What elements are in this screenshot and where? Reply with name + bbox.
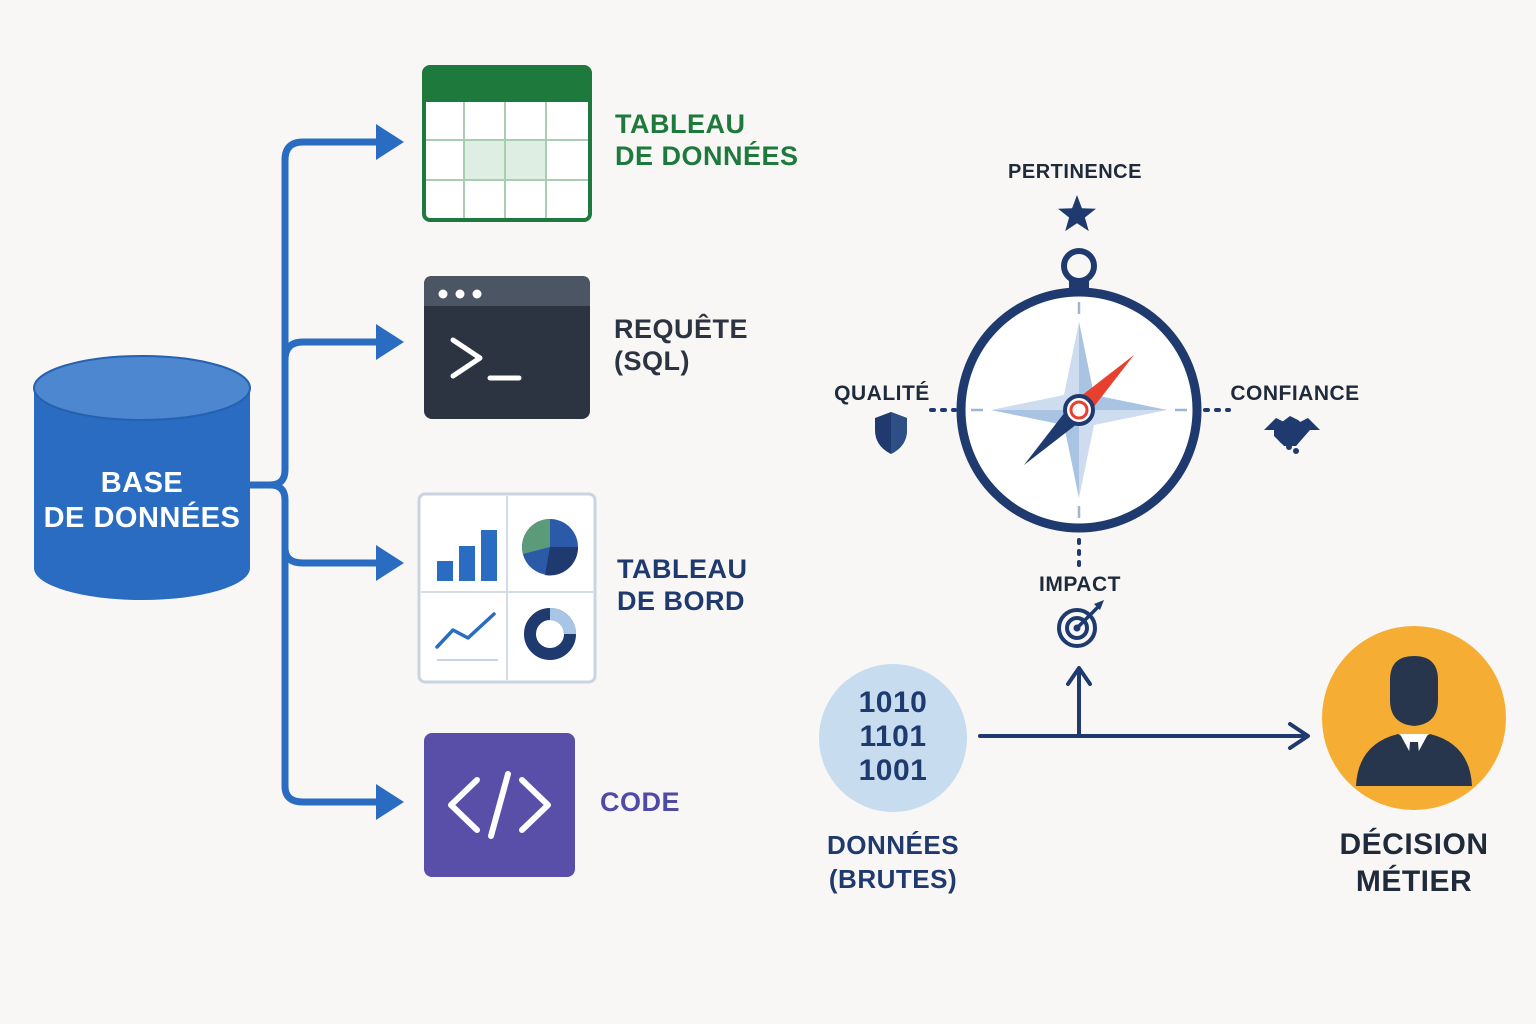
spreadsheet-label: TABLEAU DE DONNÉES xyxy=(615,108,799,173)
compass-rose xyxy=(991,322,1167,498)
code-label-line1: CODE xyxy=(600,787,681,817)
database-label: BASE DE DONNÉES xyxy=(34,466,250,536)
flow-arrows xyxy=(978,666,1310,750)
decision-person-icon xyxy=(1322,626,1506,810)
arrow-to-sql xyxy=(376,324,404,360)
compass-dotted-connectors xyxy=(929,408,1231,568)
database-label-line2: DE DONNÉES xyxy=(43,501,241,534)
raw-data-label-line1: DONNÉES xyxy=(826,830,960,860)
binary-digits: 1010 1101 1001 xyxy=(819,686,967,788)
arrow-to-dashboard xyxy=(376,545,404,581)
line-chart-icon xyxy=(435,612,498,661)
code-label: CODE xyxy=(600,786,680,818)
binary-row-2: 1101 xyxy=(859,720,927,753)
shield-icon xyxy=(875,412,907,454)
spreadsheet-label-line1: TABLEAU xyxy=(615,109,746,139)
dashboard-label-line1: TABLEAU xyxy=(617,554,748,584)
compass-label-left: QUALITÉ xyxy=(834,382,930,405)
binary-row-1: 1010 xyxy=(858,686,928,719)
database-label-line1: BASE xyxy=(100,467,184,499)
sql-label-line1: REQUÊTE xyxy=(614,314,749,344)
pie-chart-icon xyxy=(522,519,579,576)
compass-icon xyxy=(956,248,1202,533)
donut-chart-icon xyxy=(524,608,576,660)
spreadsheet-label-line2: DE DONNÉES xyxy=(615,141,799,172)
decision-label: DÉCISION MÉTIER xyxy=(1314,826,1514,900)
sql-label-line2: (SQL) xyxy=(614,346,690,377)
handshake-icon xyxy=(1264,416,1320,454)
raw-data-circle xyxy=(819,664,967,812)
database-icon xyxy=(33,355,251,600)
spreadsheet-icon xyxy=(422,65,592,222)
branch-arrowheads xyxy=(376,124,404,820)
terminal-icon xyxy=(424,276,590,419)
decision-label-line2: MÉTIER xyxy=(1355,865,1473,898)
branch-connector xyxy=(246,138,389,806)
arrow-to-code xyxy=(376,784,404,820)
bar-chart-icon xyxy=(437,530,497,581)
code-icon xyxy=(424,733,575,877)
dashboard-label: TABLEAU DE BORD xyxy=(617,553,747,618)
compass-label-top: PERTINENCE xyxy=(1008,161,1142,183)
compass-label-right: CONFIANCE xyxy=(1230,382,1360,405)
binary-row-3: 1001 xyxy=(858,754,928,787)
decision-label-line1: DÉCISION xyxy=(1339,828,1489,861)
raw-data-label-line2: (BRUTES) xyxy=(828,864,958,894)
target-icon xyxy=(1057,600,1104,648)
sql-label: REQUÊTE (SQL) xyxy=(614,313,748,378)
arrow-to-spreadsheet xyxy=(376,124,404,160)
dashboard-label-line2: DE BORD xyxy=(617,586,746,617)
dashboard-icon xyxy=(417,492,597,684)
raw-data-label: DONNÉES (BRUTES) xyxy=(803,828,983,896)
compass-label-bottom: IMPACT xyxy=(1039,573,1121,596)
star-icon xyxy=(1058,195,1096,232)
